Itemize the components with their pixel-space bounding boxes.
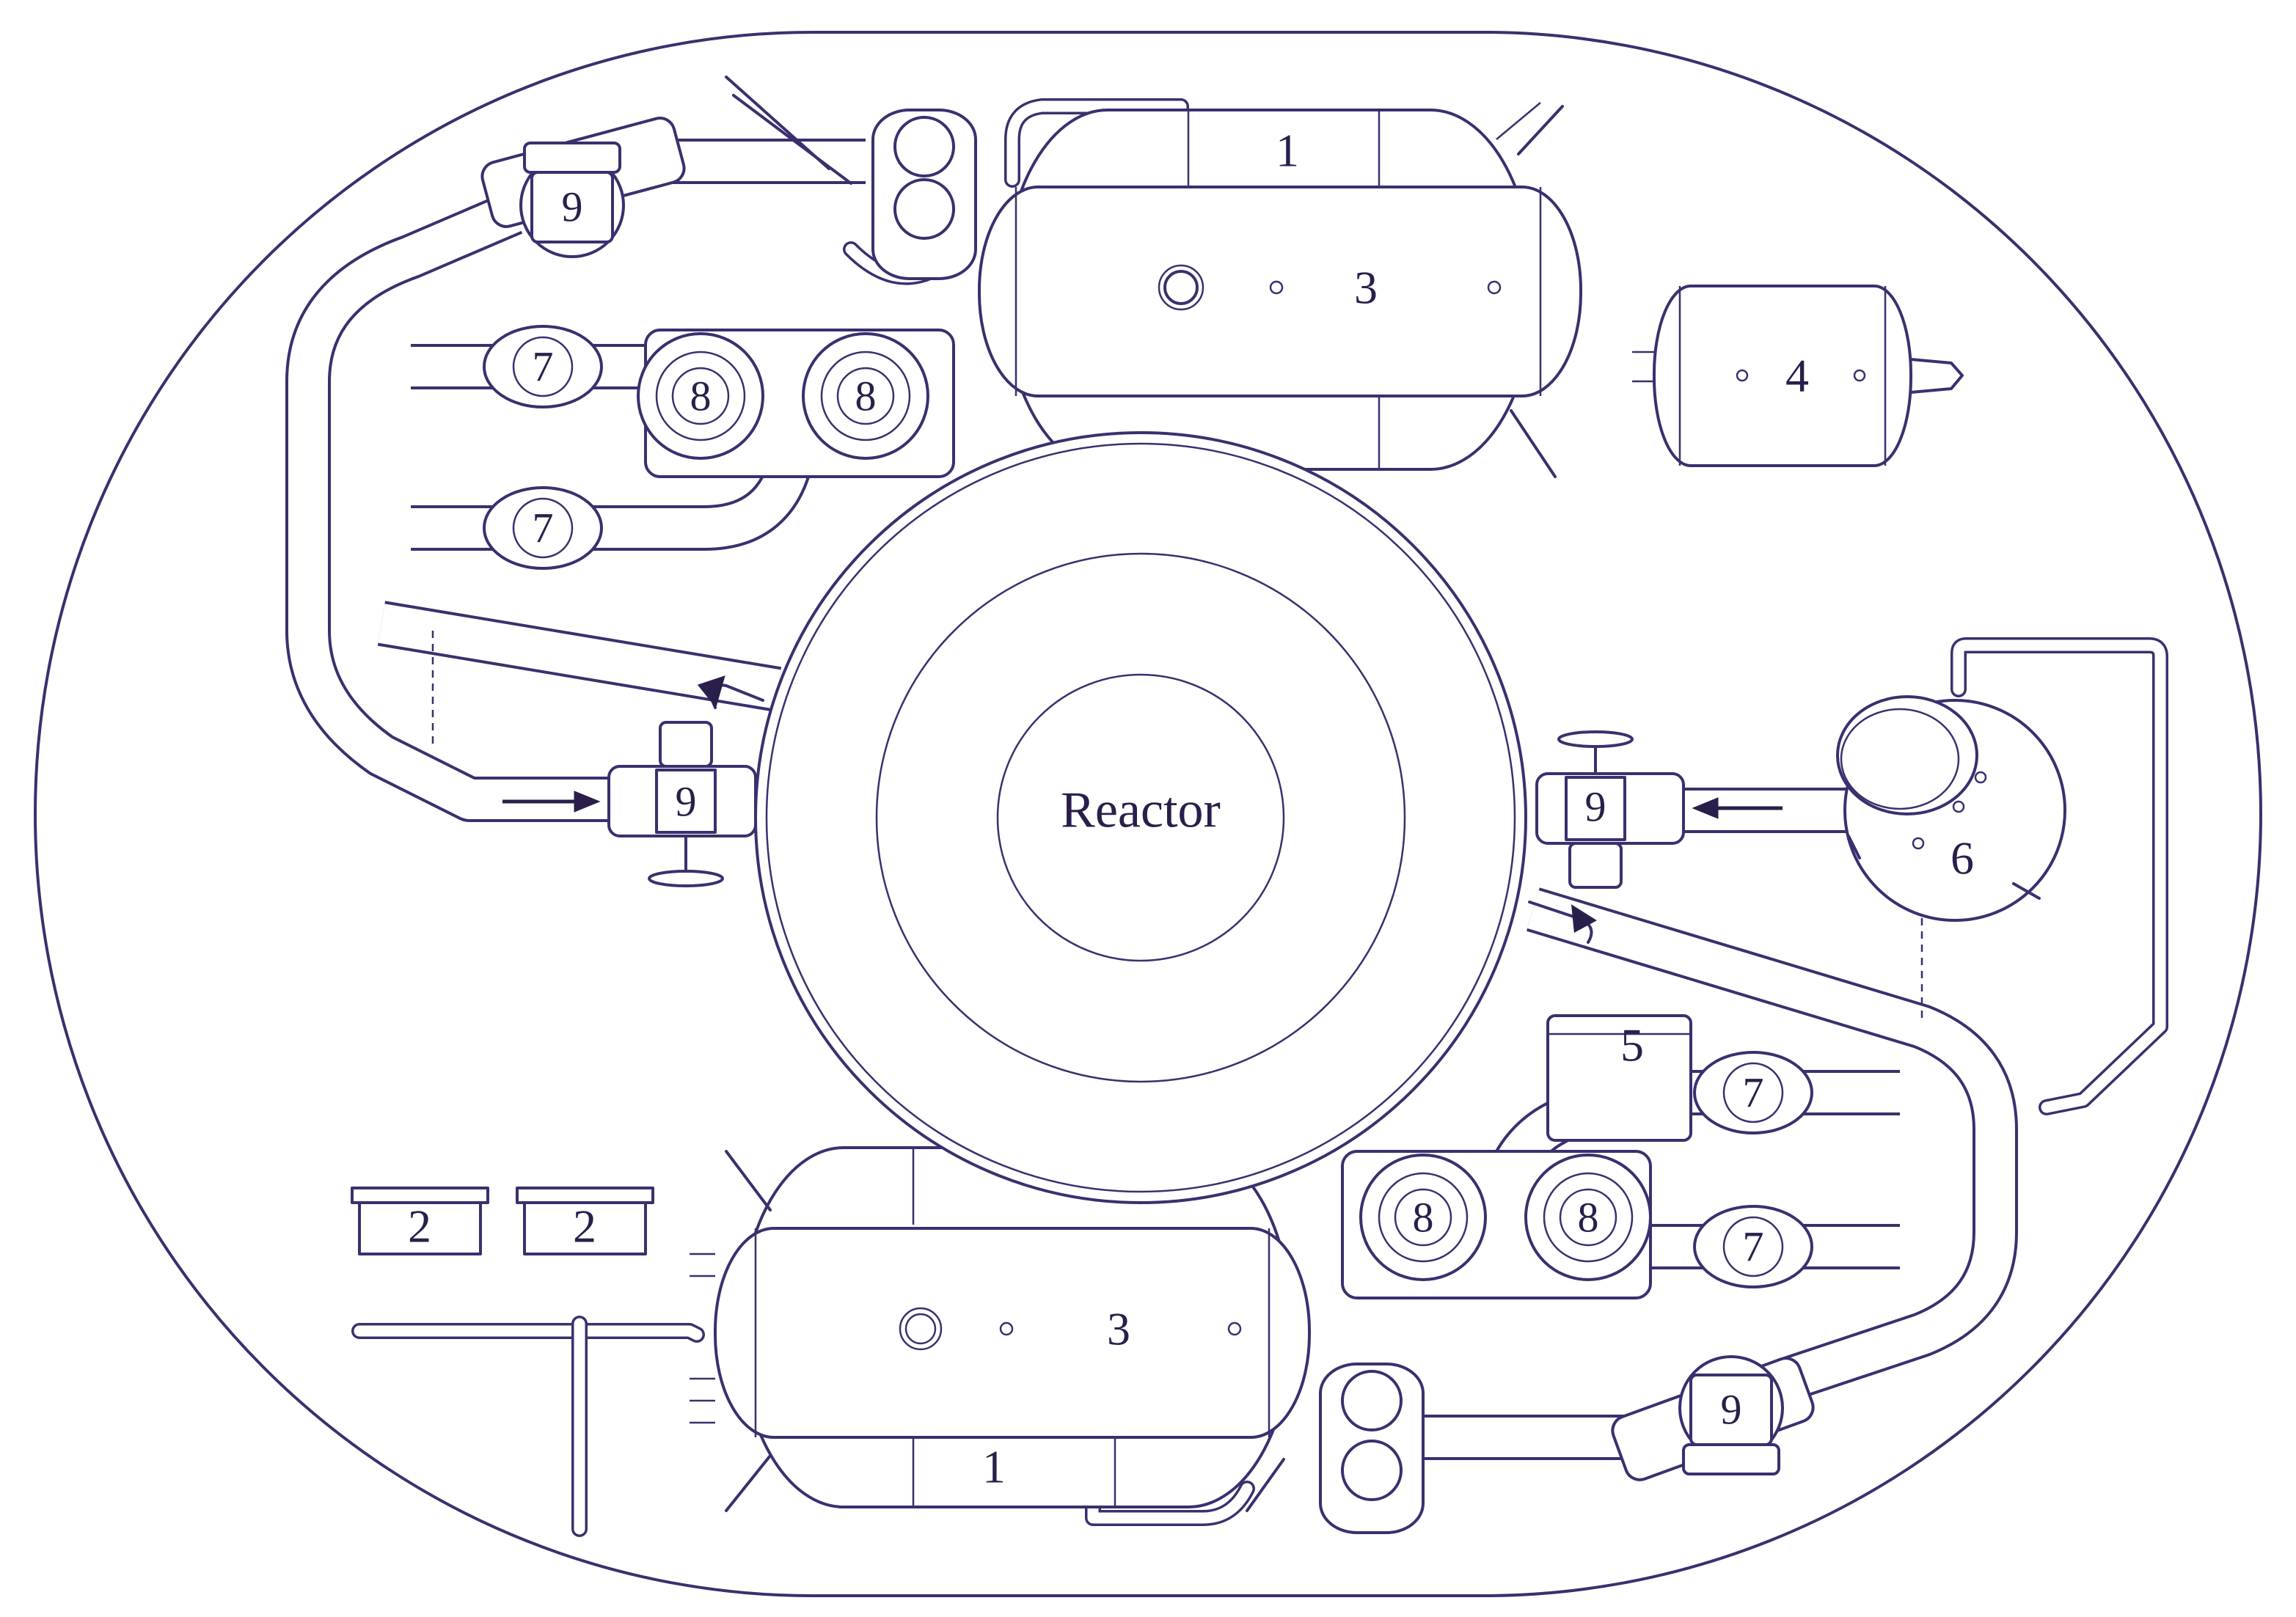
reactor-label: Reactor bbox=[1061, 782, 1221, 839]
pump-7-b: 7 bbox=[483, 486, 603, 570]
valve-9-top-left: 9 bbox=[480, 117, 686, 258]
label-pump-8-b: 8 bbox=[855, 373, 877, 420]
label-valve-9-top-left: 9 bbox=[562, 183, 583, 231]
pump-8-c: 8 bbox=[1359, 1154, 1487, 1281]
flow-arrow-right-return bbox=[1528, 901, 1597, 944]
label-pump-7-b: 7 bbox=[533, 505, 554, 552]
label-pressurizer-6: 6 bbox=[1950, 832, 1974, 884]
label-pump-8-d: 8 bbox=[1578, 1194, 1599, 1242]
header-nozzle-top bbox=[725, 76, 977, 280]
valve-9-bottom-right: 9 bbox=[1611, 1355, 1815, 1481]
label-tank-4: 4 bbox=[1785, 350, 1809, 402]
label-tank-5: 5 bbox=[1620, 1019, 1644, 1071]
pump-8-a: 8 bbox=[637, 332, 764, 460]
valve-9-right: 9 bbox=[1535, 730, 1685, 889]
label-vessel-3-bottom: 3 bbox=[1107, 1303, 1130, 1355]
label-tank-2-a: 2 bbox=[408, 1200, 431, 1253]
tank-2-a: 2 bbox=[351, 1187, 489, 1255]
label-pump-7-a: 7 bbox=[533, 343, 554, 391]
tank-2-b: 2 bbox=[516, 1187, 654, 1255]
label-valve-9-left: 9 bbox=[676, 778, 697, 826]
label-steam-generator-top: 1 bbox=[1276, 125, 1299, 177]
containment-hull-outline bbox=[34, 31, 2262, 1597]
label-tank-2-b: 2 bbox=[573, 1200, 596, 1253]
pump-8-d: 8 bbox=[1524, 1154, 1652, 1281]
flow-arrow-left-inlet bbox=[502, 791, 601, 813]
label-valve-9-bottom-right: 9 bbox=[1721, 1386, 1742, 1434]
label-pump-7-c: 7 bbox=[1743, 1069, 1764, 1117]
pump-7-c: 7 bbox=[1693, 1051, 1813, 1134]
pump-8-b: 8 bbox=[802, 332, 929, 460]
valve-9-left: 9 bbox=[607, 721, 757, 887]
label-pump-8-c: 8 bbox=[1413, 1194, 1434, 1242]
tank-4: 4 bbox=[1632, 285, 1964, 467]
pump-7-a: 7 bbox=[483, 325, 603, 408]
label-pump-8-a: 8 bbox=[690, 373, 712, 420]
tank-5: 5 bbox=[1546, 1014, 1692, 1142]
label-steam-generator-bottom: 1 bbox=[982, 1441, 1006, 1493]
label-vessel-3-top: 3 bbox=[1354, 262, 1378, 314]
vessel-3-top: 3 bbox=[978, 186, 1582, 397]
vessel-3-bottom: 3 bbox=[690, 1227, 1311, 1439]
label-pump-7-d: 7 bbox=[1743, 1223, 1764, 1271]
reactor: Reactor bbox=[754, 431, 1527, 1204]
pump-7-d: 7 bbox=[1693, 1205, 1813, 1288]
pressurizer-6: 6 bbox=[1836, 695, 2066, 922]
flow-arrow-right-inlet bbox=[1692, 797, 1783, 819]
header-nozzle-bottom bbox=[1319, 1363, 1425, 1534]
flow-arrow-left-return bbox=[697, 675, 764, 709]
label-valve-9-right: 9 bbox=[1585, 783, 1606, 831]
